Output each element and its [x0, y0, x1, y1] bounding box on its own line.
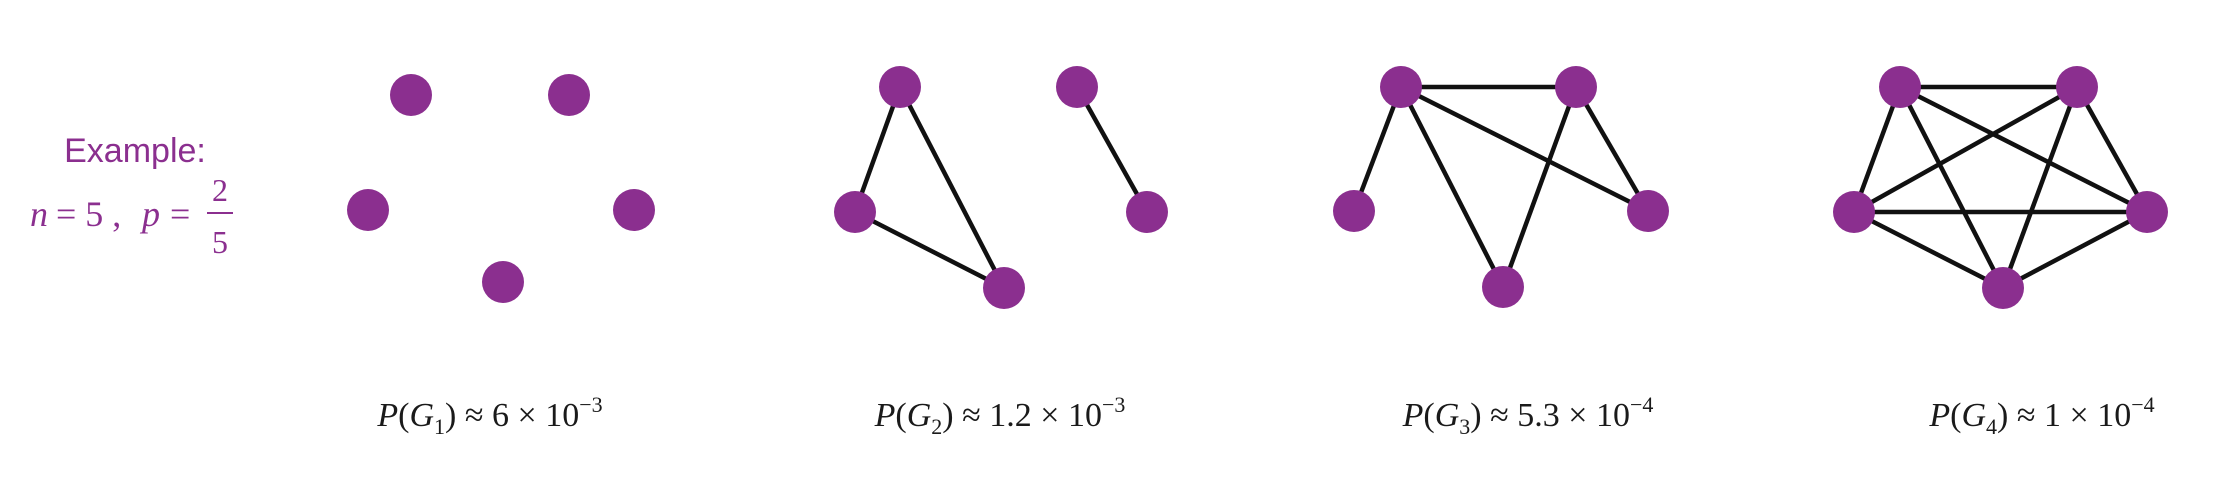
graph-g4-edges	[1851, 84, 2149, 291]
label-open-paren: (	[1950, 397, 1961, 434]
example-n-variable: n	[30, 194, 48, 234]
label-approx: ≈ 6 × 10	[465, 397, 579, 434]
graph-g3: P(G3) ≈ 5.3 × 10−4	[1333, 66, 1669, 439]
example-p-numerator: 2	[212, 172, 228, 208]
graph-g4-nodes	[1833, 66, 2168, 309]
graph-g2-probability-label: P(G2) ≈ 1.2 × 10−3	[874, 392, 1126, 439]
example-p-denominator: 5	[212, 224, 228, 260]
label-close-paren: )	[942, 397, 962, 434]
label-subscript: 1	[434, 414, 445, 439]
label-p: P	[1928, 397, 1950, 434]
label-close-paren: )	[1997, 397, 2017, 434]
example-parameters: Example: n = 5 , p = 2 5	[30, 132, 233, 260]
label-open-paren: (	[895, 397, 906, 434]
label-p: P	[874, 397, 896, 434]
label-subscript: 2	[931, 414, 942, 439]
label-g: G	[1961, 397, 1986, 434]
label-close-paren: )	[1470, 397, 1490, 434]
graph-node	[613, 189, 655, 231]
label-p: P	[1402, 397, 1424, 434]
graph-edge	[1852, 209, 2005, 291]
graph-edge	[898, 85, 1006, 290]
graph-edge	[1351, 86, 1404, 212]
graph-node	[482, 261, 524, 303]
graph-g3-probability-label: P(G3) ≈ 5.3 × 10−4	[1402, 392, 1654, 439]
graph-g2-edges	[852, 85, 1149, 291]
graph-g1-nodes	[347, 74, 655, 303]
graph-node	[1482, 266, 1524, 308]
graph-edge	[1574, 85, 1650, 213]
label-exponent: −4	[1630, 392, 1653, 417]
graph-edge	[1897, 85, 2006, 290]
label-g: G	[907, 397, 932, 434]
graph-node	[1056, 66, 1098, 108]
graph-edge	[1898, 84, 2149, 215]
graph-node	[1627, 190, 1669, 232]
graph-node	[2126, 191, 2168, 233]
graph-node	[1879, 66, 1921, 108]
label-close-paren: )	[445, 397, 465, 434]
label-approx: ≈ 1.2 × 10	[962, 397, 1102, 434]
graph-g1: P(G1) ≈ 6 × 10−3	[347, 74, 655, 439]
graph-g3-edges	[1351, 84, 1650, 289]
graph-g2-nodes	[834, 66, 1168, 309]
graph-g3-nodes	[1333, 66, 1669, 308]
graph-edge	[1399, 84, 1650, 214]
label-p: P	[376, 397, 398, 434]
label-g: G	[1435, 397, 1460, 434]
label-exponent: −4	[2131, 392, 2154, 417]
label-open-paren: (	[398, 397, 409, 434]
label-open-paren: (	[1423, 397, 1434, 434]
graph-edge	[1852, 85, 2079, 214]
graph-node	[1833, 191, 1875, 233]
graph-edge	[852, 86, 903, 213]
label-approx: ≈ 1 × 10	[2017, 397, 2131, 434]
graph-node	[834, 191, 876, 233]
graph-g4: P(G4) ≈ 1 × 10−4	[1833, 66, 2168, 439]
graph-node	[1380, 66, 1422, 108]
graph-node	[390, 74, 432, 116]
example-n-value: = 5 ,	[56, 194, 121, 234]
graph-edge	[1075, 85, 1149, 214]
graph-edge	[2000, 86, 2080, 289]
label-exponent: −3	[579, 392, 602, 417]
graph-node	[983, 267, 1025, 309]
graph-edge	[1851, 86, 1903, 213]
graph-g4-probability-label: P(G4) ≈ 1 × 10−4	[1928, 392, 2154, 439]
graph-g2: P(G2) ≈ 1.2 × 10−3	[834, 66, 1168, 439]
label-exponent: −3	[1102, 392, 1125, 417]
graph-node	[347, 189, 389, 231]
label-subscript: 3	[1459, 414, 1470, 439]
label-g: G	[409, 397, 434, 434]
graph-node	[1555, 66, 1597, 108]
example-p-equals: =	[170, 194, 190, 234]
graph-node	[548, 74, 590, 116]
graph-node	[1126, 191, 1168, 233]
graph-edge	[2001, 210, 2149, 290]
example-title: Example:	[64, 132, 206, 170]
label-subscript: 4	[1986, 414, 1997, 439]
example-p-variable: p	[139, 194, 160, 234]
graph-node	[2056, 66, 2098, 108]
graph-g1-probability-label: P(G1) ≈ 6 × 10−3	[376, 392, 602, 439]
label-approx: ≈ 5.3 × 10	[1490, 397, 1630, 434]
graph-edge	[1398, 85, 1506, 289]
graph-node	[879, 66, 921, 108]
graph-node	[1982, 267, 2024, 309]
graph-edge	[853, 209, 1006, 291]
graph-edge	[2075, 85, 2149, 214]
graph-edge	[1500, 86, 1579, 288]
graph-node	[1333, 190, 1375, 232]
